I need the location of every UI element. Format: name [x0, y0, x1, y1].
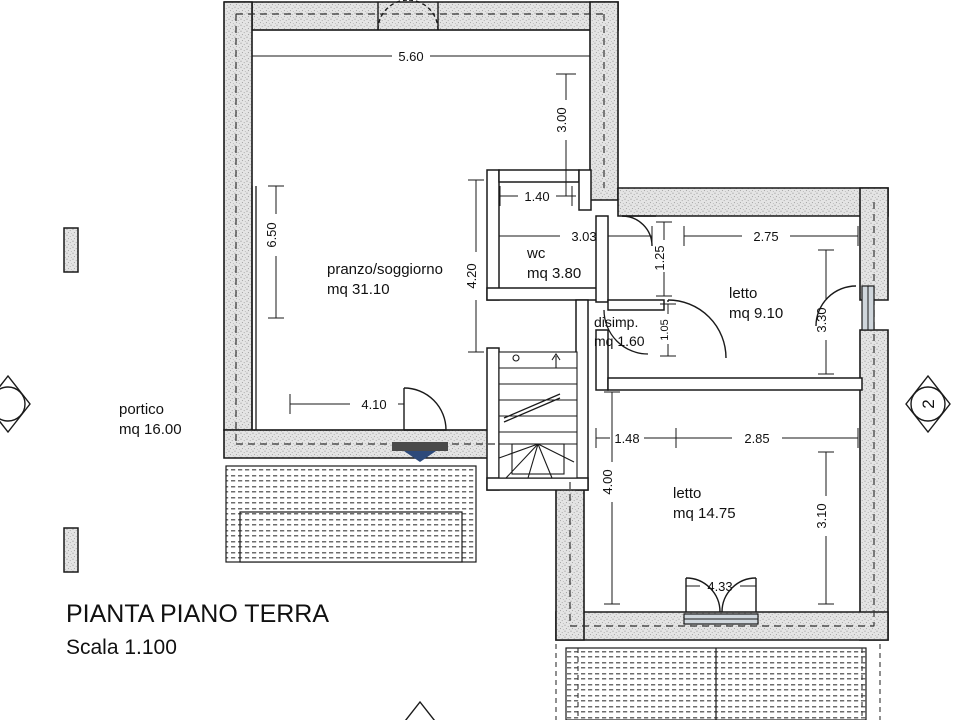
portico-column-south — [63, 527, 79, 573]
room-name-portico: portico — [119, 401, 164, 418]
room-area-letto-sud: mq 14.75 — [673, 505, 736, 522]
dim-left-vertical: 6.50 — [264, 222, 279, 247]
room-area-portico: mq 16.00 — [119, 421, 182, 438]
dim-soggiorno-vertical: 4.20 — [464, 263, 479, 288]
dim-soggiorno-bottom: 4.10 — [361, 397, 386, 412]
room-name-letto-sud: letto — [673, 485, 701, 502]
room-area-letto-nord: mq 9.10 — [729, 305, 783, 322]
room-label-pranzo-soggiorno: pranzo/soggiorno mq 31.10 — [327, 261, 443, 298]
dim-disimp-right: 1.25 — [652, 245, 667, 270]
room-label-letto-nord: letto mq 9.10 — [729, 285, 783, 322]
room-name-pranzo-soggiorno: pranzo/soggiorno — [327, 261, 443, 278]
living-room-outline — [251, 29, 590, 431]
section-marker-right-label: 2 — [919, 399, 938, 408]
room-label-letto-sud: letto mq 14.75 — [673, 485, 736, 522]
dimension-lines — [251, 30, 859, 605]
dim-letto-nord-width: 2.75 — [753, 229, 778, 244]
portico-columns — [63, 227, 79, 573]
scale-label: Scala 1.100 — [66, 636, 177, 659]
title-block: PIANTA PIANO TERRA Scala 1.100 — [66, 600, 329, 659]
section-marker-right: 2 — [905, 374, 951, 434]
dimension-labels: 5.60 3.00 1.40 3.03 1.25 1.05 2.75 3.30 … — [264, 49, 829, 594]
internal-partitions — [486, 169, 863, 491]
patio-dashed-edges — [555, 644, 881, 720]
dim-top-main: 5.60 — [398, 49, 423, 64]
section-marker-left — [0, 374, 31, 434]
south-patio-paving — [565, 647, 867, 720]
page-title: PIANTA PIANO TERRA — [66, 600, 329, 628]
dim-letto-nord-vertical: 3.30 — [814, 307, 829, 332]
portico-paving — [225, 465, 477, 563]
room-labels: pranzo/soggiorno mq 31.10 wc mq 3.80 dis… — [119, 245, 783, 522]
room-name-letto-nord: letto — [729, 285, 757, 302]
dim-letto-sud-right: 3.10 — [814, 503, 829, 528]
room-name-wc: wc — [526, 245, 546, 262]
staircase — [498, 351, 578, 479]
door-symbols — [377, 0, 857, 613]
room-label-portico: portico mq 16.00 — [119, 401, 182, 438]
portico-column-north — [63, 227, 79, 273]
dim-wc-top-short: 1.40 — [524, 189, 549, 204]
dim-letto-sud-door: 4.33 — [707, 579, 732, 594]
dim-wc-width: 3.03 — [571, 229, 596, 244]
room-label-disimpegno: disimp. mq 1.60 — [594, 314, 645, 349]
dim-disimp-small: 1.05 — [659, 319, 671, 340]
window-lines — [684, 286, 869, 620]
room-label-wc: wc mq 3.80 — [526, 245, 581, 282]
dim-corridor-short: 1.48 — [614, 431, 639, 446]
room-area-pranzo-soggiorno: mq 31.10 — [327, 281, 390, 298]
dim-letto-sud-width: 2.85 — [744, 431, 769, 446]
entry-threshold — [392, 442, 448, 462]
room-area-disimpegno: mq 1.60 — [594, 333, 645, 349]
section-marker-bottom — [404, 700, 436, 720]
dim-letto-sud-left: 4.00 — [600, 469, 615, 494]
dim-right-upper: 3.00 — [554, 107, 569, 132]
room-area-wc: mq 3.80 — [527, 265, 581, 282]
room-name-disimpegno: disimp. — [594, 314, 638, 330]
